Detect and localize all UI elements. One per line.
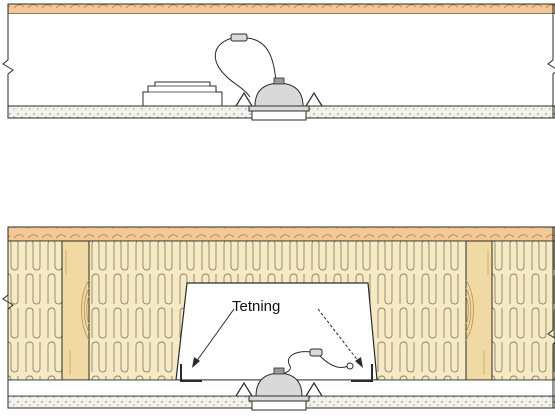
spring-clip-icon: [305, 381, 323, 397]
top-connector: [230, 33, 248, 42]
seal-bracket-left: [180, 364, 202, 382]
top-break-line-right: [547, 4, 555, 118]
spring-clip-icon: [235, 91, 253, 107]
timber-joist-left: [61, 240, 90, 381]
bottom-wood-panel: [7, 226, 555, 242]
sealing-arrow-icon: [192, 308, 235, 368]
spring-clip-icon: [305, 91, 323, 107]
top-wood-panel: [7, 3, 555, 15]
spring-clip-icon: [235, 381, 253, 397]
downlight-fixture-icon: [248, 367, 310, 411]
bottom-cable-end: [346, 362, 354, 370]
top-cable-2: [246, 37, 277, 83]
bottom-section: Tetning: [2, 226, 555, 411]
bottom-break-line-left: [2, 227, 14, 408]
bottom-cable-2: [319, 355, 349, 369]
downlight-fixture-icon: [248, 77, 310, 121]
bottom-connector: [309, 348, 323, 357]
timber-joist-right: [465, 240, 493, 381]
junction-box-icon: [142, 81, 223, 107]
seal-bracket-right: [351, 364, 373, 382]
top-break-line-left: [2, 4, 14, 118]
top-cable: [214, 37, 251, 98]
top-section: [2, 3, 555, 121]
callout-label: Tetning: [232, 298, 280, 315]
bottom-break-line-right: [547, 227, 555, 408]
sealing-arrow-icon: [317, 308, 363, 368]
